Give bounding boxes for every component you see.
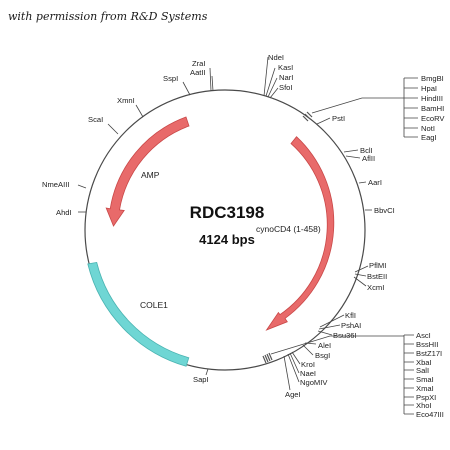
site-zrai: ZraI [192, 59, 206, 68]
kroi-group-leader [287, 351, 301, 383]
site-scai: ScaI [88, 115, 103, 124]
site-alei: AleI [318, 341, 331, 350]
xmni-leader [135, 104, 144, 118]
sspi-leader [182, 81, 191, 96]
aari-leader [358, 181, 367, 184]
site-aatii: AatII [190, 68, 206, 77]
site-ndei: NdeI [268, 53, 284, 62]
sapi-leader [205, 368, 209, 376]
psti-leader [316, 117, 331, 125]
site-xhoi: XhoI [416, 401, 432, 410]
ndei-group-leader [263, 56, 279, 99]
site-nmeaiii: NmeAIII [42, 180, 69, 189]
site-hindiii: HindIII [421, 94, 443, 103]
site-ahdi: AhdI [56, 208, 72, 217]
cole1-feature [87, 261, 190, 367]
site-bmgbi: BmgBI [421, 74, 444, 83]
right-top-bracket [311, 77, 418, 138]
cole1-label: COLE1 [140, 300, 168, 310]
site-bcli: BclI [360, 146, 373, 155]
site-bbvci: BbvCI [374, 206, 395, 215]
nmeaiii-leader [77, 184, 87, 189]
site-nari: NarI [279, 73, 293, 82]
site-pspxi: PspXI [416, 393, 436, 402]
plasmid-size: 4124 bps [199, 232, 255, 247]
site-kroi: KroI [301, 360, 315, 369]
site-eco47iii: Eco47III [416, 410, 444, 419]
site-psti: PstI [332, 114, 345, 123]
site-eagi: EagI [421, 133, 437, 142]
site-sspi: SspI [163, 74, 178, 83]
site-xbai: XbaI [416, 358, 432, 367]
site-bsshii: BssHII [416, 340, 438, 349]
amp-label: AMP [141, 170, 160, 180]
site-noti: NotI [421, 124, 435, 133]
site-ngomiv: NgoMIV [300, 378, 328, 387]
site-bsteii: BstEII [367, 272, 387, 281]
site-xcmi: XcmI [367, 283, 384, 292]
site-bsgi: BsgI [315, 351, 330, 360]
pflmi-group-leader [353, 265, 369, 287]
cynocd4-feature-arrow [265, 136, 335, 331]
site-bstz17i: BstZ17I [416, 349, 442, 358]
site-xmai: XmaI [416, 384, 434, 393]
polylinker-marker-bottom [262, 352, 273, 364]
site-aflii: AflII [362, 154, 375, 163]
site-sfoi: SfoI [279, 83, 293, 92]
site-hpai: HpaI [421, 84, 437, 93]
plasmid-name: RDC3198 [190, 203, 265, 222]
site-agei: AgeI [285, 390, 301, 399]
right-bottom-bracket [270, 334, 414, 415]
polylinker-marker-top [302, 111, 313, 122]
site-bsu36i: Bsu36I [333, 331, 357, 340]
kfli-group-leader [317, 314, 345, 336]
site-ecorv: EcoRV [421, 114, 445, 123]
amp-feature-arrow [105, 116, 190, 227]
site-pshai: PshAI [341, 321, 361, 330]
agei-leader [283, 355, 291, 391]
site-aari: AarI [368, 178, 382, 187]
site-pflmi: PflMI [369, 261, 386, 270]
site-sali: SalI [416, 366, 429, 375]
site-asci: AscI [416, 331, 431, 340]
site-xmni: XmnI [117, 96, 135, 105]
zrai-aatii-leader [209, 67, 214, 92]
site-naei: NaeI [300, 369, 316, 378]
plasmid-backbone [84, 89, 366, 371]
site-sapi: SapI [193, 375, 209, 384]
credit-text: with permission from R&D Systems [8, 10, 208, 23]
site-bamhi: BamHI [421, 104, 444, 113]
site-kfli: KflI [345, 311, 356, 320]
site-kasi: KasI [278, 63, 293, 72]
scai-leader [107, 123, 119, 135]
cynocd4-label: cynoCD4 (1-458) [256, 224, 321, 234]
bcli-aflii-leader [343, 149, 361, 159]
site-smai: SmaI [416, 375, 434, 384]
